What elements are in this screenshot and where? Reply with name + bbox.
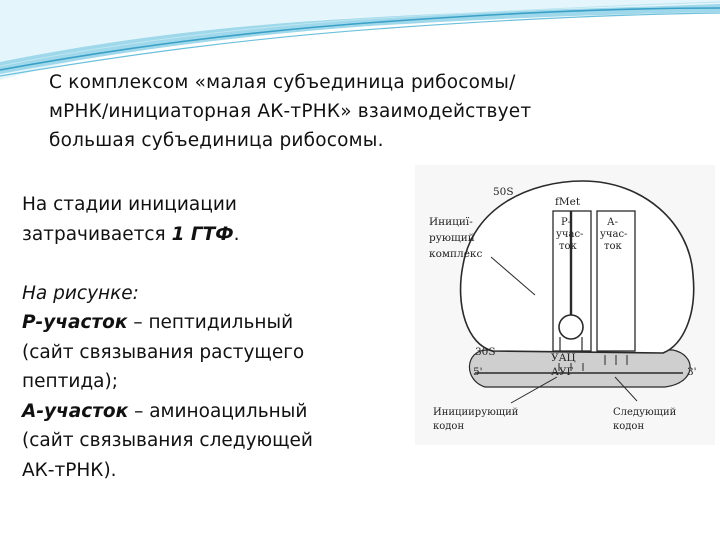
gtp-count: 1 ГТФ: [172, 224, 234, 245]
codon-label: АУГ: [551, 366, 574, 378]
label-30s: 30S: [475, 346, 496, 358]
gtp-period: .: [234, 224, 240, 245]
p-site-desc-3: пептида);: [22, 367, 412, 397]
heading-line-3: большая субъединица рибосомы.: [49, 126, 689, 155]
label-50s: 50S: [493, 186, 514, 198]
a-site-definition: А-участок – аминоацильный: [22, 397, 412, 427]
a-site-desc-3: АК-тРНК).: [22, 456, 412, 486]
init-codon-label-2: кодон: [433, 421, 464, 432]
label-fmet: fMet: [555, 196, 581, 208]
p-site-desc: – пептидильный: [127, 312, 293, 333]
p-site-label-2: учас-: [556, 229, 583, 240]
ribosome-initiation-figure: 50S fMet Инициї- рующий комплекс Р- учас…: [415, 165, 715, 445]
p-site-desc-2: (сайт связывания растущего: [22, 338, 412, 368]
heading-text: С комплексом «малая субъединица рибосомы…: [49, 68, 689, 155]
label-init-complex-3: комплекс: [429, 248, 482, 260]
label-init-complex-1: Инициї-: [429, 216, 473, 228]
gtp-text: затрачивается: [22, 224, 172, 245]
label-5prime: 5': [473, 366, 483, 378]
heading-line-1: С комплексом «малая субъединица рибосомы…: [49, 68, 689, 97]
label-3prime: 3': [687, 366, 697, 378]
figure-caption-label: На рисунке:: [22, 279, 412, 309]
trna-loop: [559, 315, 583, 339]
gtp-line-2: затрачивается 1 ГТФ.: [22, 220, 412, 250]
next-codon-label-1: Следующий: [613, 407, 677, 418]
anticodon-label: УАЦ: [551, 352, 576, 364]
next-codon-label-2: кодон: [613, 421, 644, 432]
p-site-label-3: ток: [559, 241, 578, 252]
small-subunit-shape: [469, 350, 690, 387]
a-site-label-1: А-: [607, 217, 618, 228]
a-site-label-3: ток: [604, 241, 623, 252]
heading-line-2: мРНК/инициаторная АК-тРНК» взаимодейству…: [49, 97, 689, 126]
a-site-desc: – аминоацильный: [128, 401, 307, 422]
p-site-label-1: Р-: [561, 217, 571, 228]
spacer: [22, 249, 412, 279]
a-site-term: А-участок: [22, 401, 128, 422]
a-site-desc-2: (сайт связывания следующей: [22, 426, 412, 456]
p-site-term: Р-участок: [22, 312, 127, 333]
p-site-definition: Р-участок – пептидильный: [22, 308, 412, 338]
description-text: На стадии инициации затрачивается 1 ГТФ.…: [22, 190, 412, 485]
label-init-complex-2: рующий: [429, 232, 475, 244]
a-site-label-2: учас-: [600, 229, 627, 240]
init-codon-label-1: Инициирующий: [433, 407, 519, 418]
gtp-line-1: На стадии инициации: [22, 190, 412, 220]
